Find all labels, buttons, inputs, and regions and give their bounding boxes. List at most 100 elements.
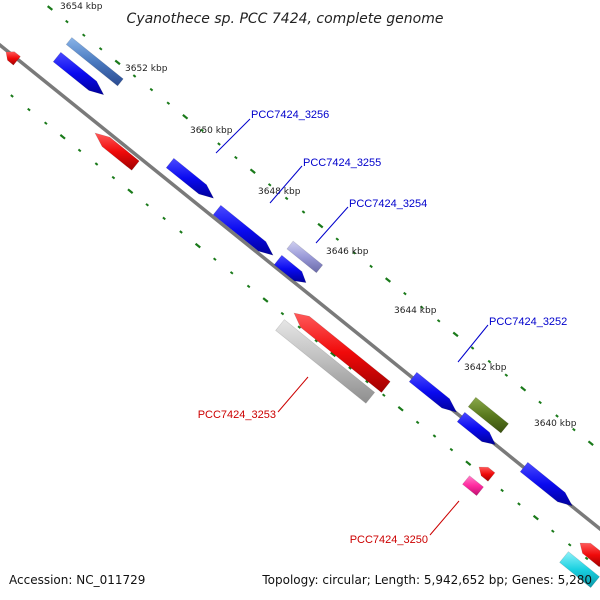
gene-feature-forward[interactable] xyxy=(456,411,496,446)
minor-tick xyxy=(284,196,289,201)
major-tick xyxy=(532,514,539,521)
tick-label: 3644 kbp xyxy=(394,306,437,316)
major-tick xyxy=(397,406,404,412)
minor-tick xyxy=(449,447,454,452)
minor-tick xyxy=(572,427,576,432)
minor-tick xyxy=(200,128,204,133)
gene-label-3250[interactable]: PCC7424_3250 xyxy=(350,534,428,546)
genome-backbone xyxy=(0,42,600,532)
minor-tick xyxy=(432,434,437,438)
major-tick xyxy=(520,386,527,392)
minor-tick xyxy=(517,502,521,506)
major-tick xyxy=(587,440,594,446)
minor-tick xyxy=(555,414,559,418)
minor-tick xyxy=(65,19,69,24)
minor-tick xyxy=(436,319,441,323)
minor-tick xyxy=(145,203,149,207)
minor-tick xyxy=(166,101,171,105)
callout-line xyxy=(429,500,460,536)
minor-tick xyxy=(365,379,369,384)
major-tick xyxy=(182,114,189,120)
gene-feature-forward[interactable] xyxy=(52,51,105,96)
gene-feature-misc[interactable] xyxy=(462,475,484,497)
minor-tick xyxy=(504,373,509,377)
callout-line xyxy=(457,324,489,363)
minor-tick xyxy=(27,107,31,112)
gene-feature-forward[interactable] xyxy=(165,157,215,199)
minor-tick xyxy=(382,393,386,397)
gene-label-3256[interactable]: PCC7424_3256 xyxy=(251,109,329,121)
tick-label: 3650 kbp xyxy=(190,126,233,136)
minor-tick xyxy=(217,142,221,146)
callout-lines xyxy=(215,118,489,536)
minor-tick xyxy=(500,488,504,493)
gene-feature-pseudo[interactable] xyxy=(275,319,376,404)
major-tick xyxy=(59,134,66,140)
topology-text: Topology: circular; Length: 5,942,652 bp… xyxy=(262,573,592,587)
tick-label: 3640 kbp xyxy=(534,419,577,429)
gene-feature-reverse[interactable] xyxy=(94,132,140,171)
callout-line xyxy=(277,376,309,413)
accession-text: Accession: NC_011729 xyxy=(9,573,146,587)
minor-tick xyxy=(77,148,82,153)
gene-feature-steel[interactable] xyxy=(65,37,124,87)
callout-line xyxy=(269,165,303,204)
minor-tick xyxy=(111,175,116,180)
minor-tick xyxy=(403,291,407,296)
minor-tick xyxy=(470,346,475,350)
minor-tick xyxy=(98,47,103,51)
gene-feature-forward[interactable] xyxy=(212,204,274,256)
minor-tick xyxy=(335,237,340,241)
minor-tick xyxy=(162,216,166,221)
minor-tick xyxy=(234,155,238,160)
major-tick xyxy=(262,297,269,303)
gene-label-3254[interactable]: PCC7424_3254 xyxy=(349,198,427,210)
gene-feature-repeat[interactable] xyxy=(559,551,600,589)
tick-label: 3652 kbp xyxy=(125,64,168,74)
gene-features xyxy=(5,37,600,589)
minor-tick xyxy=(179,230,183,234)
major-tick xyxy=(114,59,121,66)
gene-label-3255[interactable]: PCC7424_3255 xyxy=(303,157,381,169)
gene-labels: PCC7424_3256 PCC7424_3255 PCC7424_3254 P… xyxy=(198,109,568,546)
gene-feature-reverse[interactable] xyxy=(293,312,391,393)
gene-feature-forward[interactable] xyxy=(273,254,307,283)
gene-feature-reverse[interactable] xyxy=(579,542,600,568)
minor-tick xyxy=(348,366,352,370)
minor-tick xyxy=(213,257,217,261)
tick-tracks xyxy=(10,5,594,561)
minor-tick xyxy=(301,210,306,214)
gene-feature-rna[interactable] xyxy=(467,396,509,434)
gene-feature-reverse[interactable] xyxy=(478,466,496,482)
gene-feature-lavender[interactable] xyxy=(286,240,324,274)
gene-feature-forward[interactable] xyxy=(519,461,573,507)
callout-line xyxy=(315,206,349,244)
minor-tick xyxy=(280,311,285,316)
minor-tick xyxy=(44,121,48,125)
minor-tick xyxy=(246,284,251,289)
major-tick xyxy=(46,5,54,11)
minor-tick xyxy=(94,162,99,166)
callout-line xyxy=(215,118,251,154)
major-tick xyxy=(194,242,201,249)
tick-label: 3642 kbp xyxy=(464,363,507,373)
major-tick xyxy=(330,351,337,358)
minor-tick xyxy=(82,33,86,37)
minor-tick xyxy=(132,74,137,78)
gene-feature-reverse[interactable] xyxy=(5,51,21,66)
minor-tick xyxy=(229,271,234,275)
gene-label-3253[interactable]: PCC7424_3253 xyxy=(198,409,276,421)
gene-label-3252[interactable]: PCC7424_3252 xyxy=(489,316,567,328)
minor-tick xyxy=(297,325,302,329)
major-tick xyxy=(384,277,392,283)
minor-tick xyxy=(10,94,14,98)
minor-tick xyxy=(267,183,272,187)
gene-feature-forward[interactable] xyxy=(408,371,458,413)
minor-tick xyxy=(538,400,542,405)
minor-tick xyxy=(369,264,373,269)
minor-tick xyxy=(314,339,318,343)
minor-tick xyxy=(352,251,356,255)
tick-label: 3654 kbp xyxy=(60,2,103,12)
